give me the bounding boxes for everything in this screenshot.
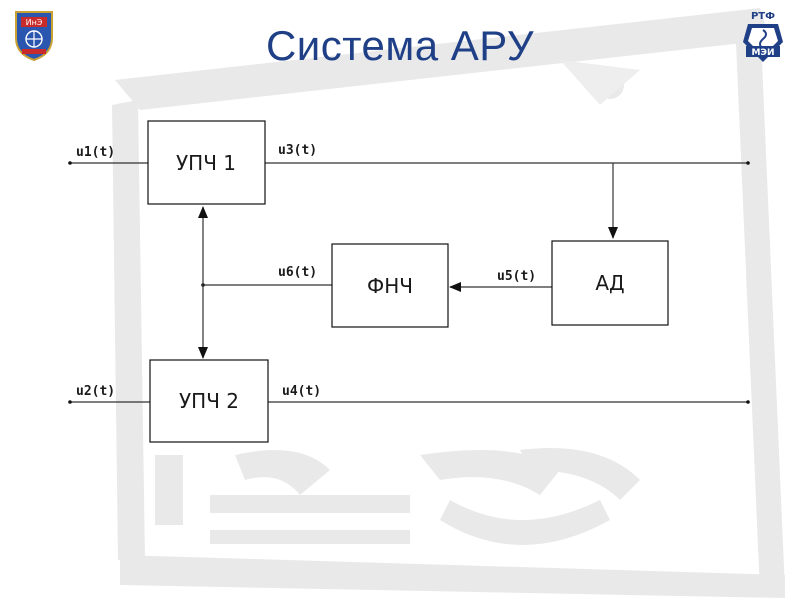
signal-label-u5: u5(t) xyxy=(497,269,536,284)
output-terminal-u4 xyxy=(746,400,750,404)
input-terminal-u1 xyxy=(68,161,72,165)
output-terminal-u3 xyxy=(746,161,750,165)
block-upch2 xyxy=(149,359,269,443)
block-upch1-label: УПЧ 1 xyxy=(176,151,236,175)
block-fnch-label: ФНЧ xyxy=(367,274,413,298)
logo-right-bottom-text: МЭИ xyxy=(751,48,774,58)
signal-label-u1: u1(t) xyxy=(76,145,115,160)
slide-title: Система АРУ xyxy=(265,22,535,69)
input-terminal-u2 xyxy=(68,400,72,404)
block-upch2-label: УПЧ 2 xyxy=(179,389,239,413)
logo-left-text: ИнЭ xyxy=(26,18,43,27)
institute-logo: ИнЭ xyxy=(12,8,56,62)
logo-right-top-text: РТФ xyxy=(751,11,775,22)
signal-label-u4: u4(t) xyxy=(282,384,321,399)
block-upch1 xyxy=(147,120,266,205)
block-ad xyxy=(551,240,669,326)
signal-label-u2: u2(t) xyxy=(76,384,115,399)
rtf-mei-logo: РТФ МЭИ xyxy=(738,8,788,66)
block-fnch xyxy=(331,243,449,328)
signal-label-u3: u3(t) xyxy=(278,143,317,158)
block-ad-label: АД xyxy=(595,271,624,295)
signal-label-u6: u6(t) xyxy=(278,265,317,280)
